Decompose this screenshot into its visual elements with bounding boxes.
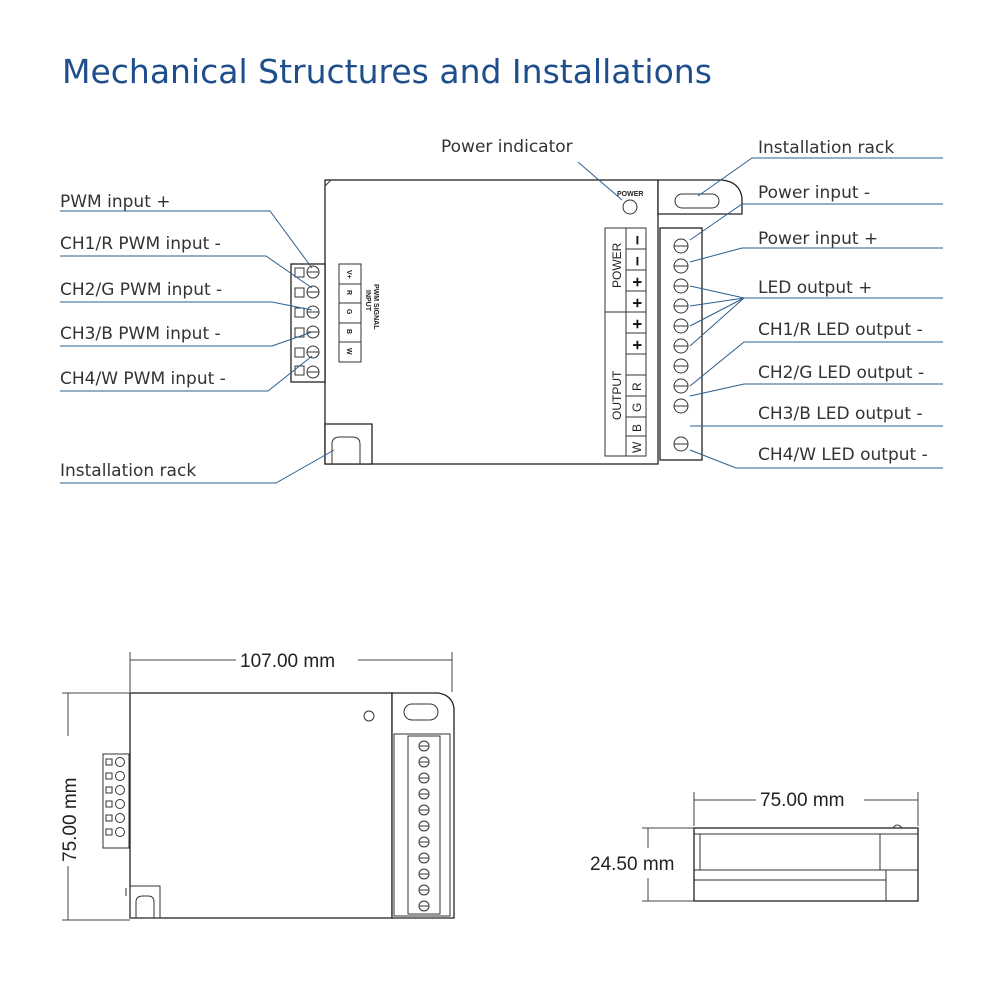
input-pin-r: R: [345, 290, 352, 295]
terminal-sign-3: +: [628, 277, 647, 287]
input-label: INPUT: [364, 290, 371, 312]
dimension-width-side: 75.00 mm: [760, 790, 844, 811]
power-indicator-led: [622, 199, 638, 215]
terminal-sign-2: −: [628, 256, 647, 266]
side-dimension-view: 75.00 mm 24.50 mm: [590, 790, 919, 902]
front-output-terminal-strip: [393, 733, 451, 917]
front-dimension-view: 107.00 mm 75.00 mm: [60, 651, 455, 921]
right-leaders: [577, 157, 943, 469]
dimension-width-front: 75.00 mm: [60, 778, 81, 862]
label-ch1-led-output: CH1/R LED output -: [758, 320, 923, 340]
terminal-sign-b: B: [630, 424, 644, 432]
terminal-sign-r: R: [630, 382, 644, 391]
label-installation-rack-top: Installation rack: [758, 138, 894, 158]
input-pin-b: B: [345, 329, 352, 334]
input-pin-table: V+ R G B W INPUT PWM SIGNAL: [338, 263, 379, 363]
terminal-sign-g: G: [630, 403, 644, 412]
output-label-table: POWER OUTPUT − − + + + + R G B W: [604, 227, 647, 457]
label-installation-rack-bottom: Installation rack: [60, 461, 196, 481]
left-leaders: [60, 210, 335, 484]
front-power-led: [363, 710, 375, 722]
label-power-indicator: Power indicator: [441, 137, 573, 157]
terminal-sign-1: −: [628, 235, 647, 245]
front-input-terminal-strip: [102, 753, 130, 849]
terminal-sign-5: +: [628, 319, 647, 329]
input-pin-w: W: [345, 348, 352, 355]
input-pin-g: G: [345, 309, 352, 315]
dimension-height: 24.50 mm: [590, 854, 674, 875]
label-power-input-plus: Power input +: [758, 229, 878, 249]
label-ch2-led-output: CH2/G LED output -: [758, 363, 924, 383]
label-ch2-pwm-input: CH2/G PWM input -: [60, 280, 222, 300]
terminal-sign-6: +: [628, 340, 647, 350]
callout-labels: Power indicator Installation rack Power …: [60, 137, 928, 481]
label-ch3-pwm-input: CH3/B PWM input -: [60, 324, 221, 344]
input-pin-vplus: V+: [345, 270, 352, 279]
page-title: Mechanical Structures and Installations: [62, 52, 712, 91]
terminal-sign-w: W: [630, 441, 644, 453]
label-power-input-minus: Power input -: [758, 183, 870, 203]
terminal-sign-4: +: [628, 298, 647, 308]
label-ch3-led-output: CH3/B LED output -: [758, 404, 923, 424]
dimension-length: 107.00 mm: [240, 651, 335, 672]
power-led-label: POWER: [617, 191, 643, 198]
power-block-label: POWER: [610, 242, 624, 288]
label-ch4-pwm-input: CH4/W PWM input -: [60, 369, 226, 389]
input-terminal-block: [290, 263, 326, 383]
output-block-label: OUTPUT: [610, 370, 624, 420]
label-pwm-input-plus: PWM input +: [60, 192, 171, 212]
installation-rack-top-slot: [674, 193, 720, 209]
label-ch1-pwm-input: CH1/R PWM input -: [60, 234, 221, 254]
output-terminal-block: [659, 227, 703, 461]
pwm-signal-label: PWM SIGNAL: [372, 284, 379, 330]
controller-body: [324, 179, 659, 465]
controller-top-view: POWER V+ R G B W INPUT: [290, 179, 743, 465]
installation-rack-top-ear: [657, 179, 743, 215]
label-ch4-led-output: CH4/W LED output -: [758, 445, 928, 465]
label-led-output-plus: LED output +: [758, 278, 872, 298]
